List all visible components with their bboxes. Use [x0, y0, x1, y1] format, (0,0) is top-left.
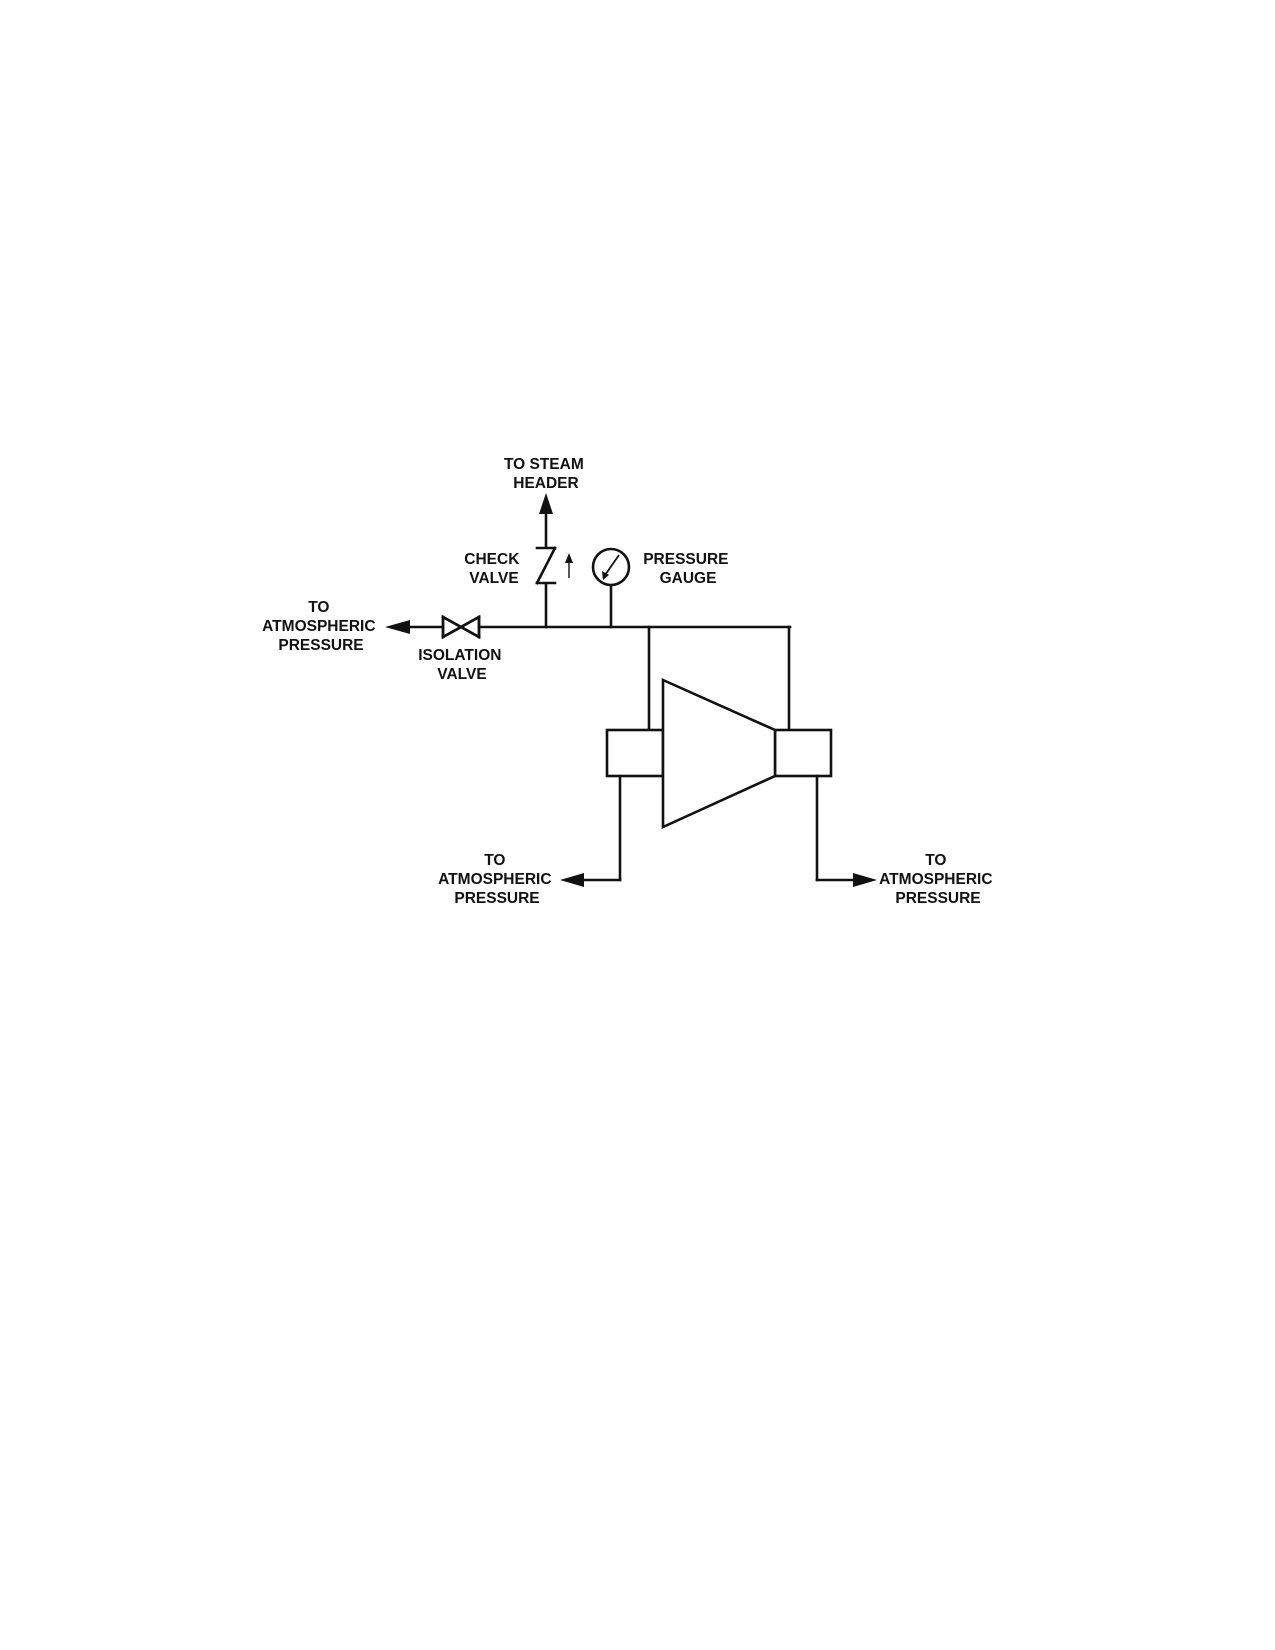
bottom-left-vent-arrow: [560, 873, 584, 887]
steam-header-arrow: [539, 493, 553, 514]
turbine-icon: [605, 677, 833, 830]
bottom-right-vent-label: TO ATMOSPHERIC PRESSURE: [879, 852, 997, 907]
pressure-gauge-label: PRESSURE GAUGE: [643, 551, 733, 587]
pressure-gauge-icon: [591, 547, 631, 629]
bottom-left-vent-label: TO ATMOSPHERIC PRESSURE: [438, 852, 556, 907]
turbine-right-gland: [773, 728, 833, 778]
left-vent-arrow: [385, 620, 410, 634]
turbine-body: [661, 677, 777, 830]
check-valve-icon: [535, 546, 557, 585]
to-steam-header-label: TO STEAM HEADER: [504, 456, 588, 492]
isolation-valve-icon: [441, 614, 481, 640]
flow-direction-arrow-icon: [565, 553, 573, 578]
left-vent-label: TO ATMOSPHERIC PRESSURE: [262, 599, 380, 654]
isolation-valve-label: ISOLATION VALVE: [418, 647, 506, 683]
turbine-left-gland: [605, 728, 665, 778]
bottom-right-vent-arrow: [853, 873, 877, 887]
check-valve-label: CHECK VALVE: [464, 551, 523, 587]
